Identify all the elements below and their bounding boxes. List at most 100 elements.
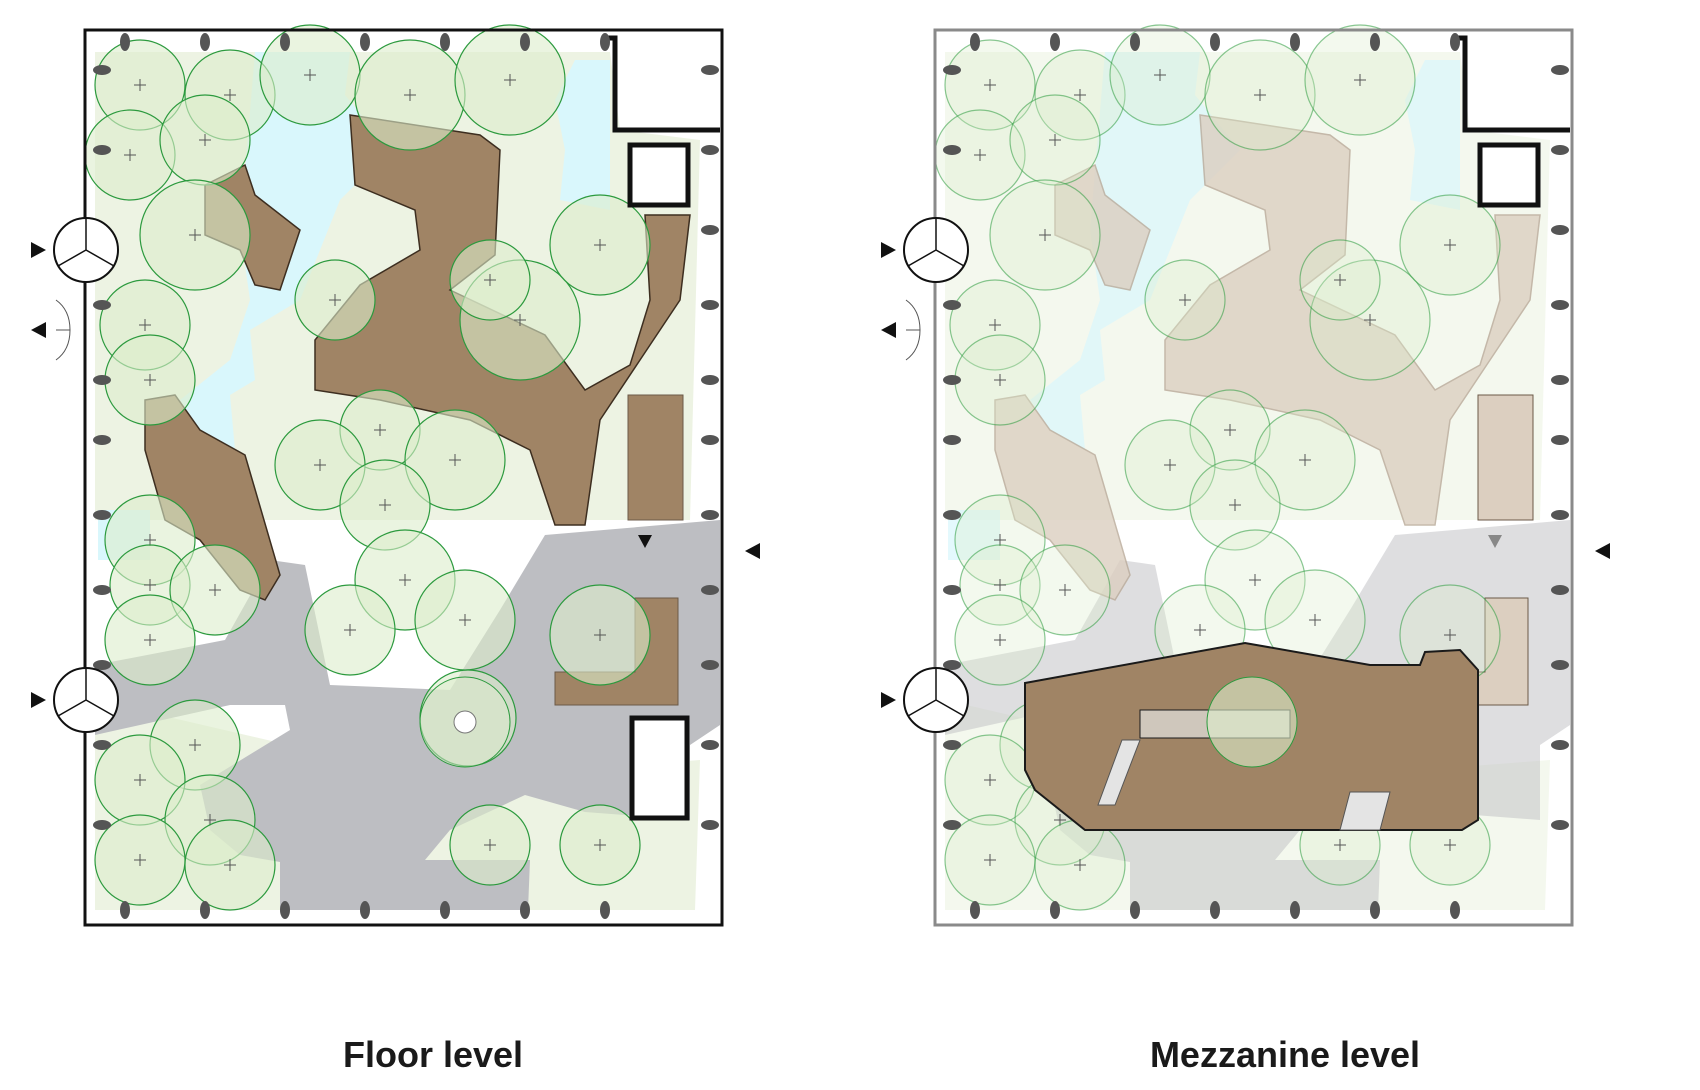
stair-arrow <box>638 535 652 548</box>
tree-trunk-mark <box>314 459 326 471</box>
tree-trunk-mark <box>1059 584 1071 596</box>
tree-trunk-mark <box>1039 229 1051 241</box>
tree-trunk-mark <box>1049 134 1061 146</box>
service-core <box>1477 142 1541 208</box>
tree-trunk-mark <box>224 89 236 101</box>
tree-trunk-mark <box>994 579 1006 591</box>
column-icon <box>943 65 961 75</box>
tree-trunk-mark <box>1299 454 1311 466</box>
floor-site <box>31 24 760 927</box>
tree-trunk-mark <box>984 79 996 91</box>
column-icon <box>701 820 719 830</box>
tree-trunk-mark <box>1444 629 1456 641</box>
service-core <box>627 142 691 208</box>
column-icon <box>701 660 719 670</box>
entrance-arrow-icon <box>881 242 896 258</box>
tree-trunk-mark <box>984 854 996 866</box>
column-icon <box>1290 901 1300 919</box>
tree-trunk-mark <box>459 614 471 626</box>
tree-trunk-mark <box>984 774 996 786</box>
timber-deck <box>1164 114 1541 526</box>
column-icon <box>1210 33 1220 51</box>
outer-wall <box>83 28 724 927</box>
water-feature-north <box>1405 60 1460 210</box>
water-feature-north <box>555 60 610 210</box>
tree-pit <box>453 710 477 734</box>
tree-trunk-mark <box>134 79 146 91</box>
tree-trunk-mark <box>989 319 1001 331</box>
column-icon <box>200 901 210 919</box>
tree-trunk-mark <box>504 74 516 86</box>
column-icon <box>1551 740 1569 750</box>
tree-trunk-mark <box>1354 74 1366 86</box>
tree-trunk-mark <box>1254 89 1266 101</box>
tree-trunk-mark <box>594 839 606 851</box>
timber-deck <box>994 394 1131 601</box>
column-icon <box>1551 375 1569 385</box>
column-icon <box>701 375 719 385</box>
column-icon <box>93 740 111 750</box>
column-icon <box>1210 901 1220 919</box>
tree-trunk-mark <box>124 149 136 161</box>
tree-trunk-mark <box>449 454 461 466</box>
tree-trunk-mark <box>1229 499 1241 511</box>
tree-trunk-mark <box>144 634 156 646</box>
column-icon <box>360 33 370 51</box>
tree-trunk-mark <box>144 374 156 386</box>
revolving-door-wings <box>57 218 115 267</box>
floor-plan <box>31 24 760 927</box>
mezzanine-site <box>881 24 1610 927</box>
column-icon <box>1551 585 1569 595</box>
revolving-door-wings <box>57 668 115 717</box>
column-icon <box>120 901 130 919</box>
stair-north <box>1477 394 1534 521</box>
column-icon <box>1551 435 1569 445</box>
column-icon <box>701 585 719 595</box>
tree-trunk-mark <box>1444 839 1456 851</box>
column-icon <box>701 300 719 310</box>
column-icon <box>93 510 111 520</box>
floor-level-caption: Floor level <box>342 1034 524 1075</box>
column-icon <box>1551 300 1569 310</box>
core-wall <box>605 35 720 133</box>
column-icon <box>1050 901 1060 919</box>
column-icon <box>1551 65 1569 75</box>
tree-trunk-mark <box>974 149 986 161</box>
tree-trunk-mark <box>144 579 156 591</box>
column-icon <box>93 300 111 310</box>
column-icon <box>1290 33 1300 51</box>
column-icon <box>93 145 111 155</box>
column-icon <box>360 901 370 919</box>
column-icon <box>93 585 111 595</box>
service-core-south <box>629 715 690 821</box>
tree-trunk-mark <box>994 634 1006 646</box>
column-icon <box>93 375 111 385</box>
column-icon <box>701 740 719 750</box>
column-icon <box>943 820 961 830</box>
tree-trunk-mark <box>514 314 526 326</box>
column-icon <box>280 901 290 919</box>
column-icon <box>520 33 530 51</box>
column-icon <box>93 660 111 670</box>
tree-trunk-mark <box>594 239 606 251</box>
column-icon <box>943 435 961 445</box>
tree-trunk-mark <box>344 624 356 636</box>
revolving-door-wings <box>907 218 965 267</box>
tree-trunk-mark <box>329 294 341 306</box>
column-icon <box>943 375 961 385</box>
column-icon <box>1551 510 1569 520</box>
tree-trunk-mark <box>994 374 1006 386</box>
column-icon <box>200 33 210 51</box>
tree-trunk-mark <box>144 534 156 546</box>
column-icon <box>1551 225 1569 235</box>
column-icon <box>600 33 610 51</box>
tree-trunk-mark <box>209 584 221 596</box>
mezzanine-stair <box>1097 739 1141 806</box>
column-icon <box>120 33 130 51</box>
tree-trunk-mark <box>399 574 411 586</box>
stair-arrow <box>1488 535 1502 548</box>
tree-trunk-mark <box>404 89 416 101</box>
column-icon <box>1050 33 1060 51</box>
tree-trunk-mark <box>199 134 211 146</box>
tree-trunk-mark <box>994 534 1006 546</box>
